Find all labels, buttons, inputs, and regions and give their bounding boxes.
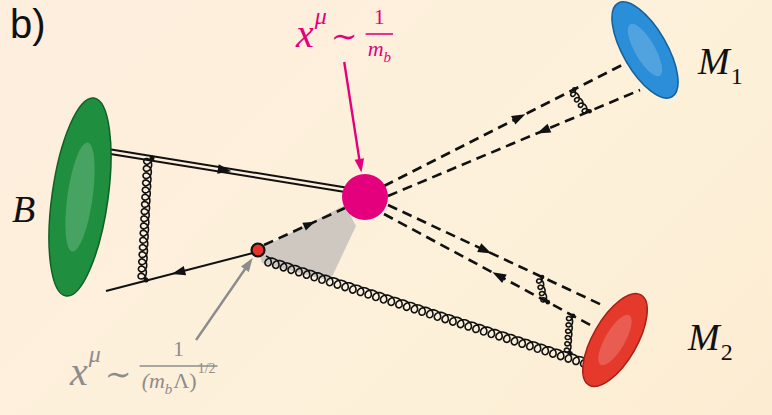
panel-label: b) [10,4,46,44]
meson-ellipse [599,0,691,108]
callout-superscript: μ [89,342,101,366]
fraction-denominator: m [368,38,384,60]
gluon-line [537,277,548,302]
callout-arrow [196,265,247,340]
dashed-quark-line [384,214,594,327]
gluon-line [564,316,573,354]
light-quark-line [106,253,253,291]
callout-text: x [70,352,88,392]
vertex-dot [540,275,545,280]
gluon-line [265,256,597,369]
dashed-quark-line [388,90,640,196]
heavy-quark-line [100,148,347,188]
ellipse-outline [580,290,650,390]
callout-text: ∼ [331,20,358,52]
fraction-numerator: 1 [374,6,385,28]
callout-text: ∼ [105,358,132,390]
hard-vertex [342,174,388,220]
spectator-vertex [252,244,265,257]
meson-wavefunction: B [48,92,112,302]
meson-wavefunction: M2 [580,290,650,390]
meson-ellipse [38,94,121,300]
quark-arrow [172,266,186,275]
fraction-denominator: (m [142,370,165,392]
ellipse-outline [610,0,680,100]
meson-subscript: 1 [731,64,743,88]
meson-label: M [698,42,730,80]
gluon-line [138,158,152,280]
vertex-dot [572,87,577,92]
gluon-line [571,89,590,113]
fraction-numerator: 1 [173,338,184,360]
quark-arrow [477,243,491,253]
callout-arrow [344,62,359,161]
heavy-quark-line [100,152,347,192]
quark-arrow [217,164,231,173]
quark-arrow [492,272,506,283]
meson-wavefunction: M1 [610,0,680,100]
ellipse-highlight [592,310,638,369]
ellipse-highlight [622,19,669,80]
vertex-dot [587,109,592,114]
ellipse-highlight [60,141,100,253]
vertex-dot [568,351,573,356]
meson-ellipse [570,284,660,396]
meson-subscript: 2 [721,340,733,364]
quark-arrow [302,222,315,231]
vertex-dot [150,156,155,161]
callout-superscript: 1/2 [198,362,216,376]
callout-superscript: μ [315,4,327,28]
meson-label: M [688,318,720,356]
vertex-dot [144,278,149,283]
dashed-quark-line [384,62,628,186]
dashed-quark-line [388,205,602,305]
fraction-denominator: Λ) [173,370,196,392]
vertex-dot [571,313,576,318]
callout-text: x [296,14,314,54]
quark-arrow [537,124,551,134]
vertex-dot [546,300,551,305]
callout-arrowhead [241,258,253,272]
callout-arrowhead [355,158,364,172]
fraction-bar [366,33,393,35]
callout-subscript: b [384,50,392,65]
callout-subscript: b [165,382,173,397]
meson-label: B [12,190,35,228]
dashed-quark-line [264,208,345,245]
ellipse-outline [48,92,112,302]
quark-arrow [511,114,525,124]
